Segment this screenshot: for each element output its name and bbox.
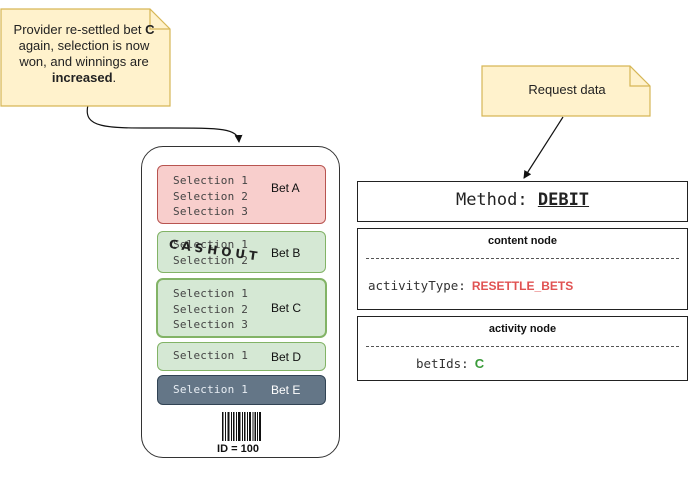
note-to-ticket-arrow bbox=[86, 104, 243, 143]
bet-c-selections: Selection 1 Selection 2 Selection 3 bbox=[173, 286, 248, 333]
selection-item: Selection 3 bbox=[173, 205, 249, 218]
method-line: Method: DEBIT bbox=[358, 190, 687, 210]
selection-item: Selection 1 bbox=[173, 383, 249, 396]
selection-item: Selection 1 bbox=[173, 287, 249, 300]
selection-item: Selection 1 bbox=[173, 349, 249, 362]
provider-note-text: Provider re-settled bet C again, selecti… bbox=[13, 22, 155, 85]
divider bbox=[366, 258, 679, 259]
method-key: Method: bbox=[455, 190, 528, 210]
activity-type-value: RESETTLE_BETS bbox=[471, 279, 574, 293]
content-node-title: content node bbox=[487, 235, 558, 247]
content-node-box: content node activityType: RESETTLE_BETS bbox=[357, 228, 688, 310]
bet-a-label: Bet A bbox=[271, 181, 300, 195]
bet-a-selections: Selection 1 Selection 2 Selection 3 bbox=[173, 173, 248, 220]
selection-item: Selection 1 bbox=[173, 174, 249, 187]
request-note-text: Request data bbox=[528, 82, 606, 97]
activity-type-field: activityType: RESETTLE_BETS bbox=[368, 277, 573, 295]
method-box: Method: DEBIT bbox=[357, 181, 688, 222]
ticket-id-label: ID = 100 bbox=[217, 443, 259, 455]
activity-type-key: activityType: bbox=[368, 278, 466, 293]
bet-c-card[interactable]: Selection 1 Selection 2 Selection 3 Bet … bbox=[156, 278, 327, 338]
bet-a-card[interactable]: Selection 1 Selection 2 Selection 3 Bet … bbox=[157, 165, 326, 224]
selection-item: Selection 2 bbox=[173, 253, 249, 267]
bet-b-selections: Selection 1 Selection 2 bbox=[173, 237, 248, 268]
bet-e-label: Bet E bbox=[271, 383, 301, 397]
bet-ids-field: betIds: C bbox=[416, 355, 484, 373]
bet-b-label: Bet B bbox=[271, 246, 301, 260]
selection-item: Selection 3 bbox=[173, 318, 249, 331]
bet-b-card[interactable]: Selection 1 Selection 2 CASHOUT Bet B bbox=[157, 231, 326, 273]
selection-item: Selection 2 bbox=[173, 302, 249, 316]
bet-d-card[interactable]: Selection 1 Bet D bbox=[157, 342, 326, 371]
method-value: DEBIT bbox=[537, 190, 590, 210]
bet-e-card[interactable]: Selection 1 Bet E bbox=[157, 375, 326, 405]
activity-node-title: activity node bbox=[488, 323, 557, 335]
note-to-request-arrow bbox=[523, 116, 564, 179]
bet-ids-key: betIds: bbox=[416, 356, 469, 371]
selection-item: Selection 1 bbox=[173, 238, 249, 251]
bet-ids-value: C bbox=[474, 356, 485, 371]
bet-e-selections: Selection 1 bbox=[173, 382, 248, 398]
divider bbox=[366, 346, 679, 347]
bet-c-label: Bet C bbox=[271, 301, 302, 315]
selection-item: Selection 2 bbox=[173, 189, 249, 203]
bet-d-selections: Selection 1 bbox=[173, 348, 248, 364]
bet-d-label: Bet D bbox=[271, 350, 302, 364]
activity-node-box: activity node betIds: C bbox=[357, 316, 688, 381]
